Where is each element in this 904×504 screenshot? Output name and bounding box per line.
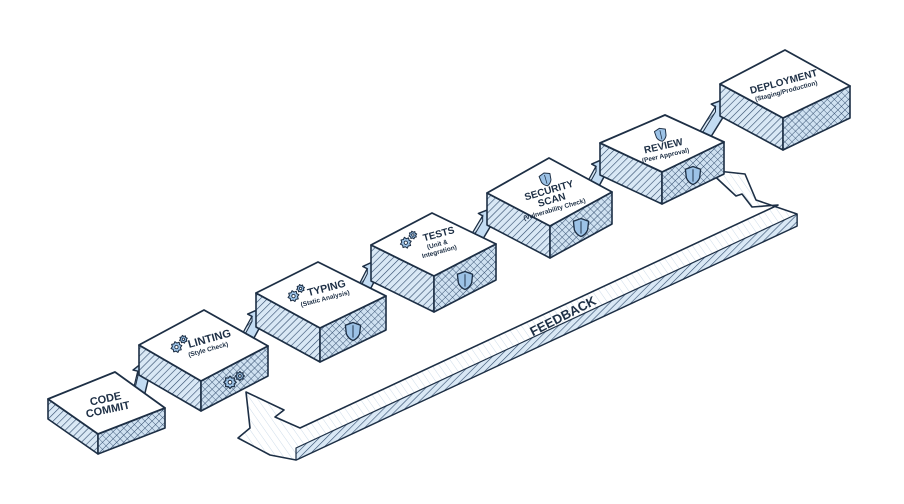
stage-block: TYPING(Static Analysis) bbox=[255, 261, 387, 363]
shield-side-icon bbox=[572, 217, 590, 238]
stage-block: LINTING(Style Check) bbox=[138, 309, 269, 412]
stage-block: DEPLOYMENT(Staging/Production) bbox=[719, 49, 851, 151]
shield-side-icon bbox=[456, 270, 474, 291]
gears-icon bbox=[170, 334, 188, 353]
stage-top-face bbox=[599, 114, 725, 173]
stage-top-face bbox=[486, 157, 613, 227]
stage-block: REVIEW(Peer Approval) bbox=[599, 114, 725, 205]
shield-side-icon bbox=[684, 165, 702, 186]
stage-top-face bbox=[138, 309, 269, 382]
shield-icon bbox=[653, 127, 667, 142]
stage-block: TESTS(Unit &Integration) bbox=[370, 212, 497, 313]
gears-icon bbox=[223, 370, 245, 390]
stage-top-face bbox=[255, 261, 387, 329]
stage-top-face bbox=[719, 49, 851, 119]
stage-top-face bbox=[47, 371, 166, 435]
stage-top-face bbox=[370, 212, 497, 277]
shield-side-icon bbox=[344, 321, 362, 342]
gears-icon bbox=[287, 284, 305, 303]
gears-icon bbox=[399, 230, 418, 249]
shield-icon bbox=[538, 172, 552, 187]
